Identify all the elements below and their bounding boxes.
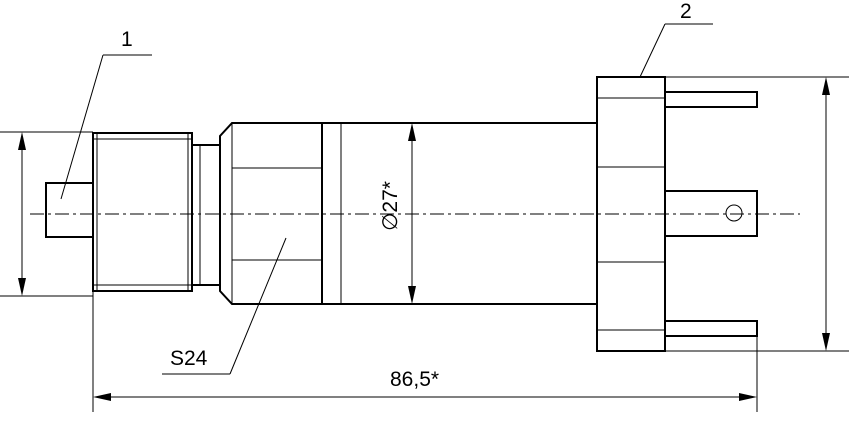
callout-2: 2 — [639, 0, 713, 78]
diameter-label: ∅27* — [379, 181, 402, 231]
length-label: 86,5* — [390, 368, 439, 391]
diameter-dimension: ∅27* — [379, 123, 416, 304]
fitting-height-dimension — [0, 131, 93, 297]
pin-hole — [725, 204, 743, 222]
threaded-fitting — [92, 132, 193, 292]
connector-pins — [664, 91, 758, 337]
callout-2-label: 2 — [680, 0, 692, 23]
wrench-size-callout: S24 — [162, 237, 287, 375]
callout-1: 1 — [60, 28, 152, 200]
pressure-port-pin — [45, 182, 94, 238]
wrench-size-label: S24 — [170, 347, 208, 370]
neck — [191, 144, 221, 286]
length-dimension: 86,5* — [92, 291, 758, 412]
callout-1-label: 1 — [121, 28, 133, 51]
